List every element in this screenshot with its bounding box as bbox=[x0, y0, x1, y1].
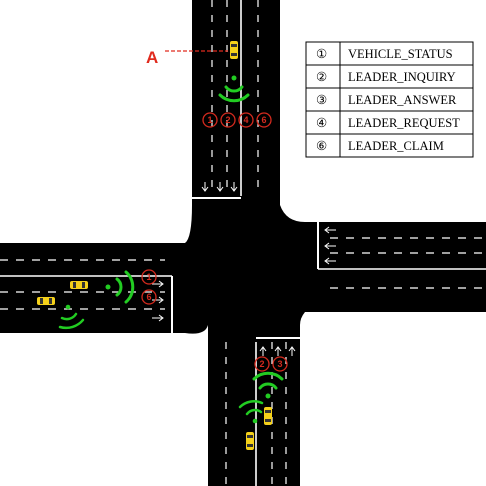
vehicle-a bbox=[230, 41, 238, 59]
road-west-arm bbox=[0, 243, 185, 333]
legend-label: LEADER_INQUIRY bbox=[348, 70, 456, 84]
signal-west bbox=[58, 270, 135, 330]
legend-symbol: ② bbox=[316, 70, 327, 84]
vehicle-south-2 bbox=[246, 432, 254, 450]
svg-text:2: 2 bbox=[225, 115, 230, 125]
svg-text:3: 3 bbox=[277, 359, 282, 369]
legend-label: LEADER_CLAIM bbox=[348, 139, 444, 153]
vehicle-south-1 bbox=[264, 407, 272, 425]
svg-text:1: 1 bbox=[146, 272, 151, 282]
svg-text:1: 1 bbox=[207, 115, 212, 125]
message-badge: 1 bbox=[141, 269, 157, 285]
signals bbox=[58, 75, 284, 424]
marker-a: A bbox=[146, 48, 228, 67]
legend-symbol: ③ bbox=[316, 93, 327, 107]
svg-text:4: 4 bbox=[243, 115, 248, 125]
message-badge: 6 bbox=[141, 289, 157, 305]
message-badge: 2 bbox=[220, 112, 236, 128]
signal-north bbox=[218, 75, 250, 103]
svg-text:2: 2 bbox=[259, 359, 264, 369]
svg-text:6: 6 bbox=[146, 292, 151, 302]
vehicles bbox=[37, 41, 272, 450]
signal-south bbox=[238, 371, 284, 424]
message-badges: 1 2 4 6 1 6 2 3 bbox=[141, 112, 288, 372]
legend-symbol: ④ bbox=[316, 116, 327, 130]
message-badge: 2 bbox=[254, 356, 270, 372]
legend-label: VEHICLE_STATUS bbox=[348, 47, 453, 61]
message-badge: 4 bbox=[238, 112, 254, 128]
road-south-arm bbox=[208, 325, 300, 486]
legend-symbol: ① bbox=[316, 47, 327, 61]
marker-a-label: A bbox=[146, 48, 158, 67]
vehicle-west-2 bbox=[37, 297, 55, 305]
road-east-arm bbox=[305, 222, 486, 312]
road-north-arm bbox=[192, 0, 280, 205]
legend-table: ① VEHICLE_STATUS ② LEADER_INQUIRY ③ LEAD… bbox=[305, 41, 474, 158]
svg-text:6: 6 bbox=[261, 115, 266, 125]
vehicle-west-1 bbox=[70, 281, 88, 289]
legend-symbol: ⑥ bbox=[316, 139, 327, 153]
message-badge: 3 bbox=[272, 356, 288, 372]
message-badge: 6 bbox=[256, 112, 272, 128]
road-junction bbox=[185, 205, 305, 334]
legend-label: LEADER_ANSWER bbox=[348, 93, 457, 107]
legend-label: LEADER_REQUEST bbox=[348, 116, 460, 130]
message-badge: 1 bbox=[202, 112, 218, 128]
